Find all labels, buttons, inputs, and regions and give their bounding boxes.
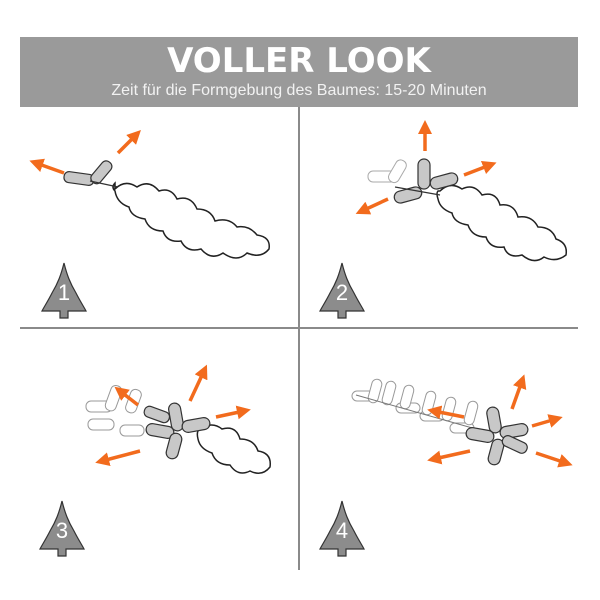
- gray-needles: [63, 160, 119, 188]
- main-branch: [196, 424, 271, 474]
- gray-needles: [465, 406, 529, 466]
- branch-illustration: [29, 130, 270, 259]
- step-number: 3: [55, 518, 69, 543]
- orange-arrows: [29, 130, 141, 175]
- step-badge-4: 4: [318, 499, 366, 557]
- faint-needles: [367, 159, 407, 184]
- step-number: 1: [57, 280, 71, 305]
- orange-arrows: [355, 120, 497, 215]
- step-panel-2: 2: [300, 107, 578, 327]
- main-branch: [436, 184, 568, 262]
- step-panel-3: 3: [20, 329, 298, 570]
- page-subtitle: Zeit für die Formgebung des Baumes: 15-2…: [111, 82, 487, 99]
- step-panel-1: 1: [20, 107, 298, 327]
- faint-needles: [85, 384, 145, 437]
- step-badge-2: 2: [318, 261, 366, 319]
- gray-needles: [393, 158, 459, 204]
- step-number: 4: [335, 518, 349, 543]
- page-title: VOLLER LOOK: [167, 41, 431, 81]
- step-badge-3: 3: [38, 499, 86, 557]
- horizontal-divider: [20, 327, 578, 329]
- step-panel-4: 4: [300, 329, 578, 570]
- gray-needles: [143, 402, 211, 460]
- faint-needles: [351, 378, 491, 434]
- step-badge-1: 1: [40, 261, 88, 319]
- branch-illustration: [85, 364, 271, 474]
- header-banner: VOLLER LOOK Zeit für die Formgebung des …: [20, 37, 578, 107]
- orange-arrows: [95, 364, 251, 466]
- main-branch: [112, 181, 270, 259]
- branch-illustration: [355, 120, 568, 262]
- orange-arrows: [427, 374, 573, 468]
- vertical-divider: [298, 107, 300, 570]
- branch-illustration: [351, 374, 573, 468]
- step-number: 2: [335, 280, 349, 305]
